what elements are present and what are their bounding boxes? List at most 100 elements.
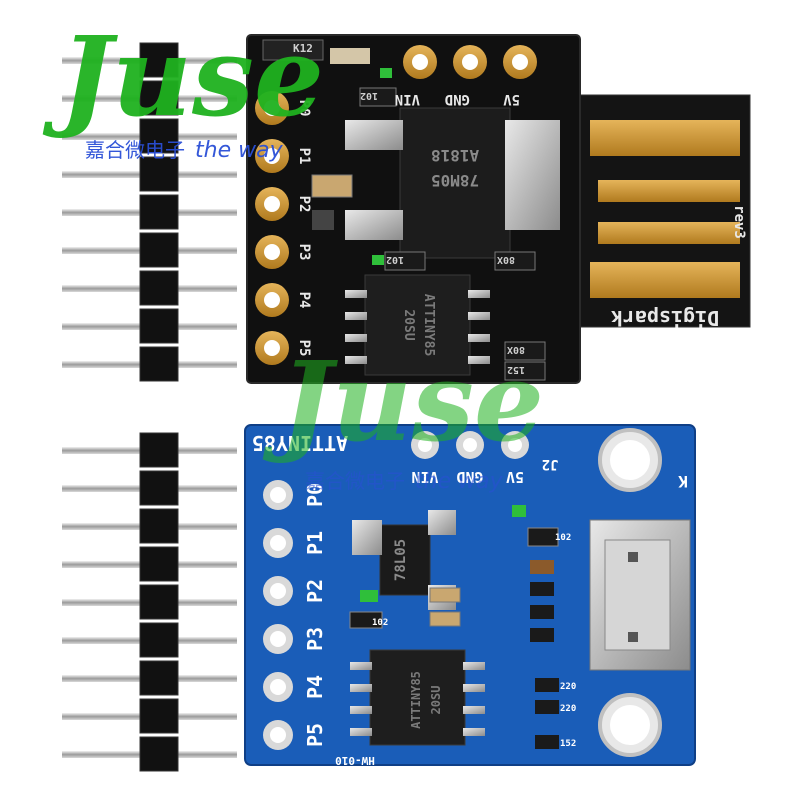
mcu-text-2: 20SU xyxy=(401,309,416,340)
header-block xyxy=(139,232,179,268)
pad-hole xyxy=(264,292,280,308)
rev-label: rev3 xyxy=(731,205,747,239)
header-block xyxy=(139,118,179,154)
brand-subtitle-en: the way xyxy=(195,138,284,163)
pad-hole xyxy=(264,100,280,116)
pin-label-top: P2 xyxy=(296,196,312,213)
mcu-leg xyxy=(345,334,367,342)
header-block xyxy=(139,622,179,658)
pad-hole xyxy=(264,148,280,164)
header-block xyxy=(139,42,179,78)
mcu-leg xyxy=(468,356,490,364)
mcu-leg xyxy=(350,706,372,714)
vin-label-top: VIN xyxy=(395,91,420,107)
mcu-leg xyxy=(468,312,490,320)
header-block xyxy=(139,432,179,468)
r102-blue-a: 102 xyxy=(555,533,571,543)
pad-hole xyxy=(412,54,428,70)
r102-label-a: 102 xyxy=(360,90,378,101)
pad-hole xyxy=(264,244,280,260)
r102-label-b: 102 xyxy=(386,254,404,265)
mcu-leg xyxy=(345,290,367,298)
pin-label-top: P1 xyxy=(296,148,312,165)
gnd-label-top: GND xyxy=(445,91,470,107)
k-label: K xyxy=(678,472,688,491)
pad-hole xyxy=(270,487,286,503)
pad-hole xyxy=(508,438,522,452)
microcontroller-chip-blue: ATTINY85 20SU xyxy=(350,649,485,746)
mcu-leg xyxy=(463,684,485,692)
header-block xyxy=(139,736,179,772)
regulator-text-1: 78M05 xyxy=(431,171,479,190)
pad-hole xyxy=(264,196,280,212)
digispark-board-black: 78M05 A1818 ATTINY85 20SU VIN GND 5V Dig… xyxy=(246,34,751,384)
j2-label: J2 xyxy=(542,456,559,472)
pin-label-bottom: P3 xyxy=(303,627,327,651)
attiny85-board-blue: 78L05 ATTINY85 20SU ATTINY85 VIN GND 5V … xyxy=(244,424,696,767)
voltage-regulator-chip-blue: 78L05 xyxy=(352,510,456,610)
mcu-leg xyxy=(463,662,485,670)
pin-label-bottom: P0 xyxy=(303,483,327,507)
brand-logo-text: Juse xyxy=(42,12,324,141)
pin-label-bottom: P4 xyxy=(303,675,327,699)
mcu-leg xyxy=(350,684,372,692)
mcu-leg xyxy=(345,312,367,320)
pin-header-bottom xyxy=(62,432,237,772)
header-block xyxy=(139,308,179,344)
mcu-blue-text-2: 20SU xyxy=(429,686,443,715)
gnd-label-bottom: GND xyxy=(456,468,483,486)
pin-label-top: P0 xyxy=(296,100,312,117)
mcu-leg xyxy=(468,290,490,298)
header-block xyxy=(139,470,179,506)
voltage-regulator-chip: 78M05 A1818 xyxy=(345,107,560,259)
pin-label-bottom: P1 xyxy=(303,531,327,555)
pad-hole xyxy=(264,340,280,356)
regulator-blue-text: 78L05 xyxy=(393,539,409,581)
header-block xyxy=(139,584,179,620)
microcontroller-chip: ATTINY85 20SU xyxy=(345,274,490,376)
pin-label-top: P3 xyxy=(296,244,312,261)
r102-blue-b: 102 xyxy=(372,618,388,628)
pin-label-bottom: P5 xyxy=(303,723,327,747)
pin-header-top xyxy=(62,42,237,382)
5v-label-top: 5V xyxy=(503,91,520,107)
r80x-label-a: 80X xyxy=(497,254,515,265)
k12-label: K12 xyxy=(293,42,313,55)
mcu-leg xyxy=(468,334,490,342)
header-block xyxy=(139,660,179,696)
header-block xyxy=(139,156,179,192)
digispark-label: Digispark xyxy=(611,306,719,330)
pin-label-top: P5 xyxy=(296,340,312,357)
regulator-text-2: A1818 xyxy=(431,146,479,165)
micro-usb-connector xyxy=(589,519,691,671)
pad-hole xyxy=(270,535,286,551)
r220-blue-a: 220 xyxy=(560,682,576,692)
pad-hole xyxy=(418,438,432,452)
brand-watermark-center: Juse 嘉合微电子 the way xyxy=(262,337,544,494)
header-block xyxy=(139,270,179,306)
vin-label-bottom: VIN xyxy=(411,468,438,486)
pin-label-top: P4 xyxy=(296,292,312,309)
5v-label-bottom: 5V xyxy=(506,468,524,486)
header-block xyxy=(139,194,179,230)
mcu-leg xyxy=(463,706,485,714)
mcu-leg xyxy=(345,356,367,364)
pad-hole xyxy=(270,727,286,743)
pad-hole xyxy=(463,438,477,452)
brand-subtitle-cn-center: 嘉合微电子 xyxy=(305,469,405,493)
header-block xyxy=(139,546,179,582)
brand-logo-text-center: Juse xyxy=(262,337,544,466)
pad-hole xyxy=(512,54,528,70)
header-block xyxy=(139,80,179,116)
pin-label-bottom: P2 xyxy=(303,579,327,603)
r220-blue-b: 220 xyxy=(560,704,576,714)
brand-watermark-top: Juse 嘉合微电子 the way xyxy=(42,12,324,163)
mcu-leg xyxy=(463,728,485,736)
header-block xyxy=(139,698,179,734)
attiny85-title: ATTINY85 xyxy=(252,431,348,455)
pad-hole xyxy=(462,54,478,70)
mcu-leg xyxy=(350,728,372,736)
mcu-leg xyxy=(350,662,372,670)
brand-subtitle-en-center: the way xyxy=(415,469,504,494)
